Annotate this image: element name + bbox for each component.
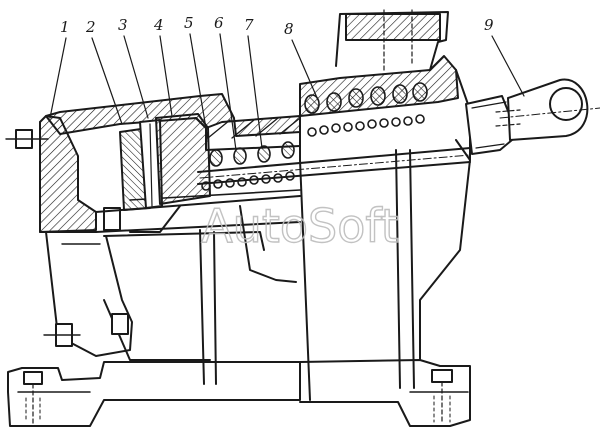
support-ribs <box>103 139 471 401</box>
flange-bolts <box>5 129 129 347</box>
cylinder-housing-left <box>45 93 301 283</box>
base-plate <box>7 359 471 427</box>
spring-left <box>201 117 301 191</box>
piston-rod <box>197 147 471 185</box>
callout-5: 5 <box>184 14 194 32</box>
callout-9: 9 <box>484 16 494 34</box>
callout-4: 4 <box>153 16 164 34</box>
callout-labels: 1 2 3 4 5 6 7 8 9 <box>60 14 494 38</box>
callout-8: 8 <box>284 20 294 38</box>
cylinder-housing-right <box>299 9 471 161</box>
callout-7: 7 <box>244 16 254 34</box>
callout-3: 3 <box>118 16 128 34</box>
callout-leaders <box>49 33 525 151</box>
watermark: AutoSoft <box>201 199 399 253</box>
callout-1: 1 <box>60 18 70 36</box>
spring-right <box>304 82 428 137</box>
piston-disc-4 <box>155 113 211 205</box>
callout-6: 6 <box>214 14 224 32</box>
rod-end-eye <box>465 78 600 155</box>
callout-2: 2 <box>85 18 96 36</box>
